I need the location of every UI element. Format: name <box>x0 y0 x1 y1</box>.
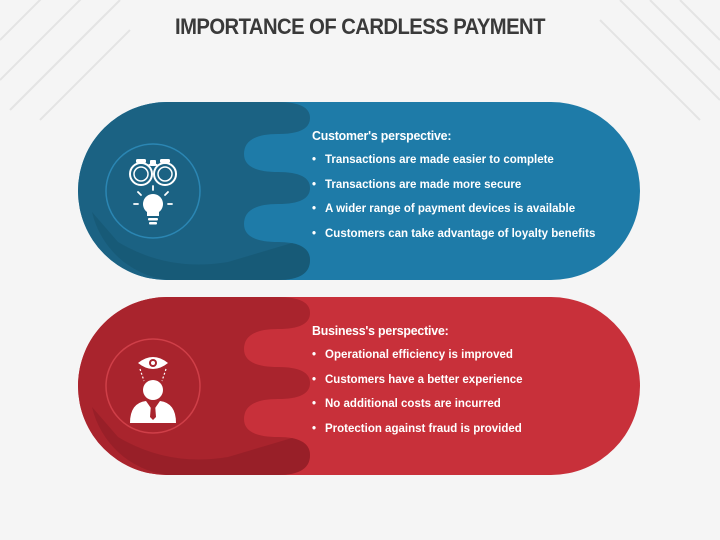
list-item: No additional costs are incurred <box>312 398 523 423</box>
customer-perspective-panel: Customer's perspective: Transactions are… <box>78 102 640 280</box>
customer-heading: Customer's perspective: <box>312 128 452 143</box>
list-item: A wider range of payment devices is avai… <box>312 203 595 228</box>
list-item: Protection against fraud is provided <box>312 423 523 448</box>
list-item: Customers can take advantage of loyalty … <box>312 228 595 253</box>
list-item: Customers have a better experience <box>312 374 523 399</box>
binoculars-lightbulb-icon <box>129 159 177 225</box>
page-title: IMPORTANCE OF CARDLESS PAYMENT <box>175 14 545 39</box>
customer-bullet-list: Transactions are made easier to complete… <box>312 154 595 252</box>
business-perspective-panel: Business's perspective: Operational effi… <box>78 297 640 475</box>
list-item: Transactions are made more secure <box>312 179 595 204</box>
list-item: Transactions are made easier to complete <box>312 154 595 179</box>
business-bullet-list: Operational efficiency is improved Custo… <box>312 349 523 447</box>
business-heading: Business's perspective: <box>312 323 449 338</box>
businessman-vision-icon <box>130 357 176 423</box>
list-item: Operational efficiency is improved <box>312 349 523 374</box>
